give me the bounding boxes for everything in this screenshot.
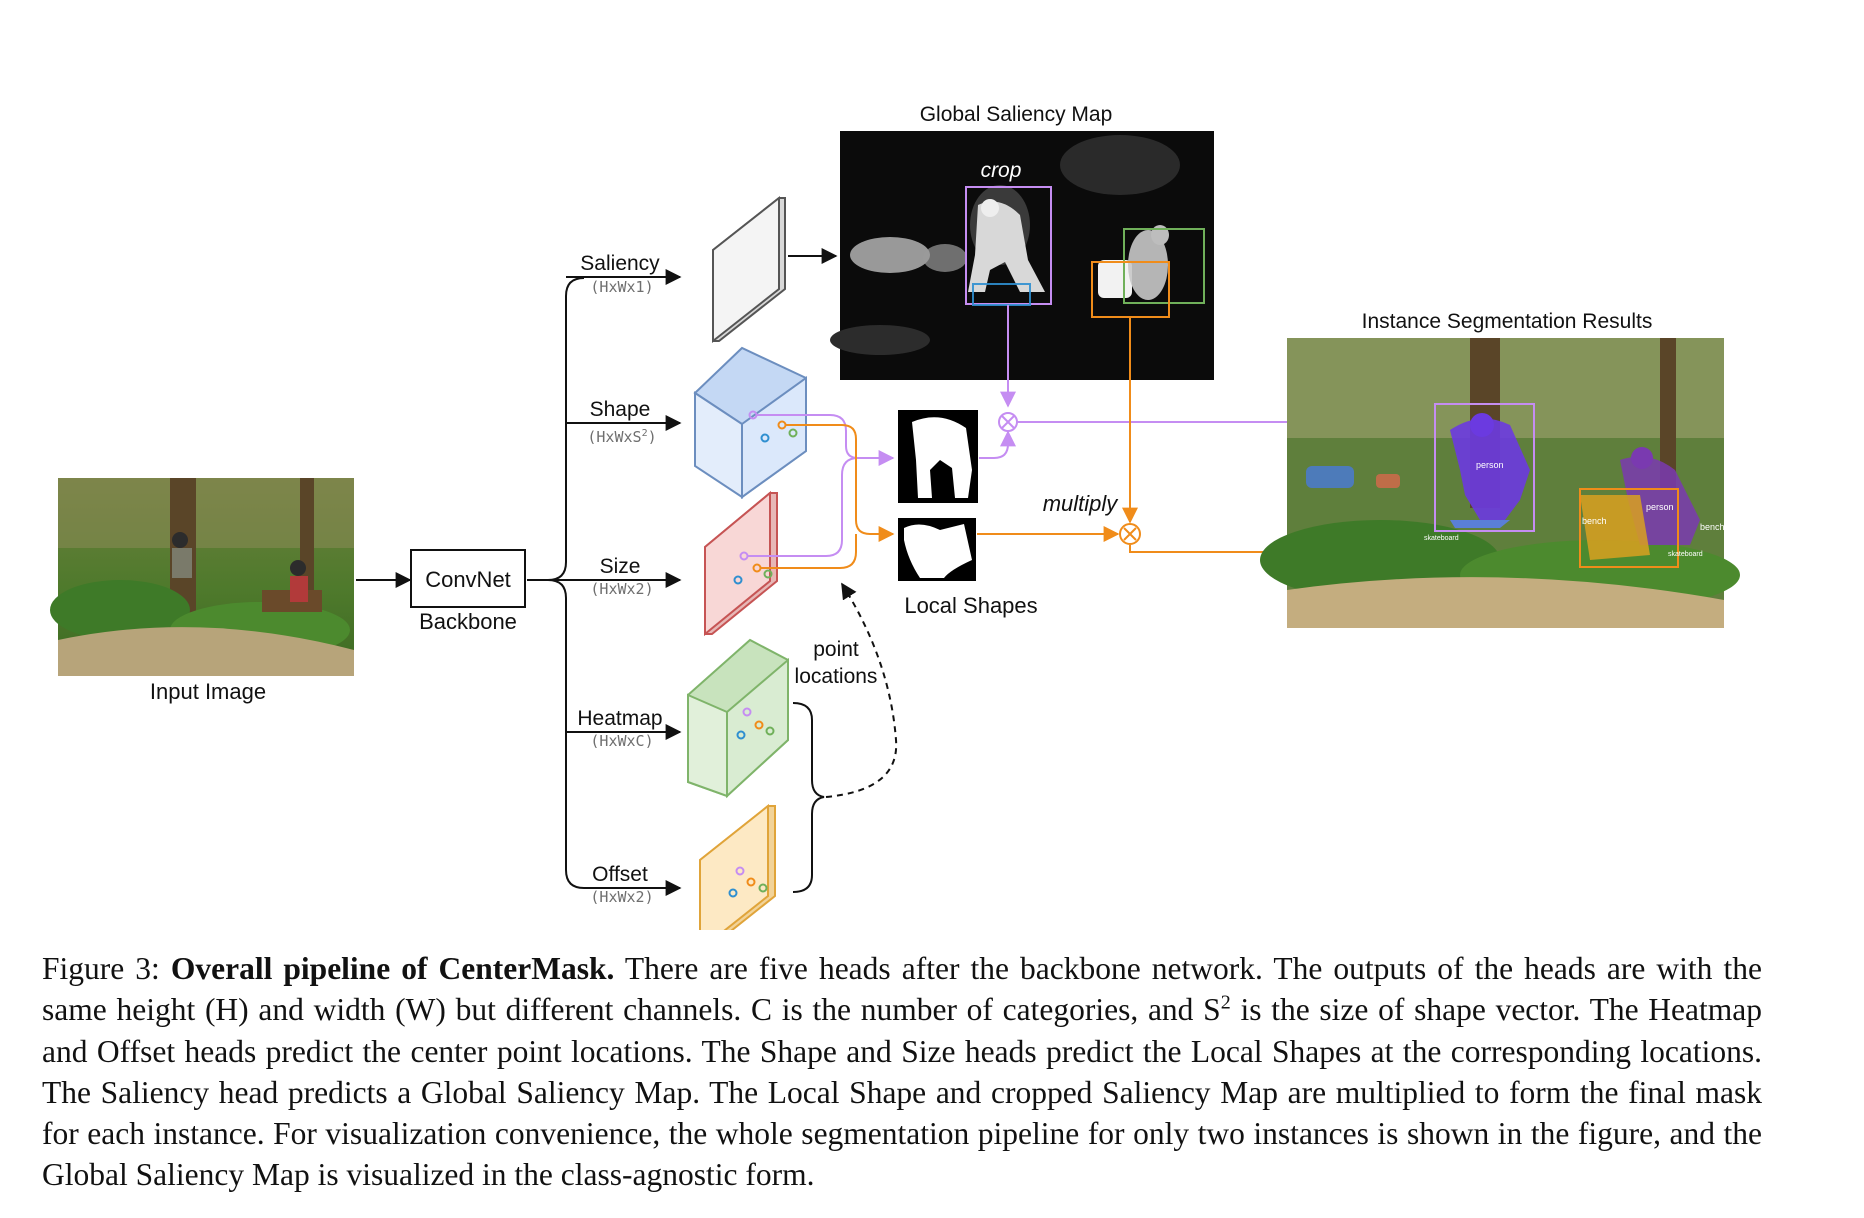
- saliency-output-slab: [712, 195, 786, 344]
- multiply-label: multiply: [1043, 491, 1120, 516]
- size-output-slab: [704, 490, 778, 637]
- heatmap-head-dim: (HxWxC): [590, 732, 653, 750]
- result-tag-person-2: person: [1646, 502, 1674, 512]
- caption-prefix: Figure 3:: [42, 951, 171, 986]
- point-locations-dashed-arrow: [825, 582, 898, 798]
- saliency-map-title: Global Saliency Map: [920, 103, 1113, 126]
- offset-head-dim: (HxWx2): [590, 888, 653, 906]
- result-tag-skateboard-1: skateboard: [1424, 535, 1459, 542]
- saliency-head-label: Saliency: [580, 252, 660, 275]
- point-locations-label-1: point: [813, 638, 859, 661]
- local-shapes-label: Local Shapes: [904, 593, 1037, 618]
- heatmap-head-label: Heatmap: [577, 707, 662, 730]
- size-head-dim: (HxWx2): [590, 580, 653, 598]
- caption-body-2: is the size of shape vector. The Heatmap…: [42, 992, 1762, 1193]
- pipeline-diagram: Input Image ConvNet Backbone Saliency (H…: [50, 103, 1740, 930]
- location-dots: [728, 410, 798, 898]
- multiply-node-1-cross: [1001, 415, 1015, 429]
- crop-box-green: [1123, 228, 1205, 304]
- head-branches: [527, 277, 585, 889]
- local-shape-2: [898, 518, 976, 581]
- input-image-label: Input Image: [150, 679, 266, 704]
- results-title: Instance Segmentation Results: [1362, 310, 1653, 333]
- crop-label: crop: [981, 159, 1022, 182]
- shape-head-label: Shape: [590, 398, 651, 421]
- result-box-purple: [1434, 403, 1535, 532]
- figure-caption: Figure 3: Overall pipeline of CenterMask…: [42, 948, 1762, 1196]
- caption-superscript: 2: [1220, 991, 1231, 1014]
- input-image: [50, 478, 354, 676]
- crop-box-blue: [972, 283, 1031, 306]
- caption-body-1: There are five heads after the backbone …: [42, 951, 1762, 1028]
- backbone-name: ConvNet: [425, 567, 511, 592]
- result-tag-skateboard-2: skateboard: [1668, 551, 1703, 558]
- result-tag-bench-1: bench: [1582, 516, 1607, 526]
- size-head-label: Size: [600, 555, 641, 578]
- result-tag-person-1: person: [1476, 460, 1504, 470]
- backbone-label: Backbone: [419, 609, 517, 634]
- global-saliency-map: [830, 131, 1214, 380]
- shape-output-cube: [693, 346, 807, 499]
- result-box-orange: [1579, 488, 1679, 568]
- saliency-head-dim: (HxWx1): [590, 278, 653, 296]
- local-shape-1: [898, 410, 978, 503]
- result-tag-bench-2: bench: [1700, 522, 1725, 532]
- backbone-box: [410, 549, 526, 608]
- point-locations-label-2: locations: [795, 665, 878, 688]
- multiply-node-2-cross: [1123, 527, 1137, 541]
- shape-head-dim: (HxWxS2): [587, 428, 656, 446]
- offset-head-label: Offset: [592, 863, 648, 886]
- heatmap-output-cube: [687, 638, 789, 799]
- caption-bold-title: Overall pipeline of CenterMask.: [170, 951, 615, 986]
- segmentation-result-image: [1260, 338, 1740, 628]
- heads-brace: [792, 702, 825, 893]
